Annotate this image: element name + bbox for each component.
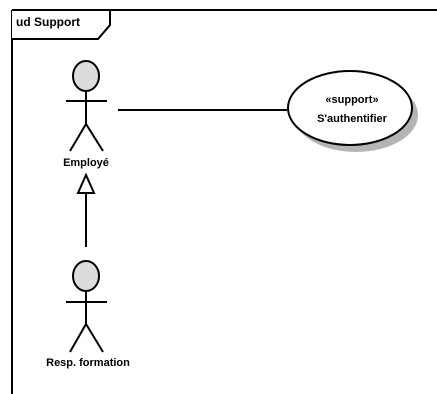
frame-title: ud Support <box>16 15 80 29</box>
frame-title-tab <box>12 9 111 40</box>
use-case-ellipse <box>287 70 413 146</box>
diagram-frame: ud Support <box>11 9 437 394</box>
actor-right-leg <box>85 123 104 152</box>
actor-head <box>72 60 100 92</box>
actor-label: Employé <box>63 157 109 169</box>
actor-head <box>72 260 100 292</box>
actor-right-leg <box>85 323 104 353</box>
actor-label: Resp. formation <box>46 357 130 369</box>
actor-left-leg <box>69 123 87 152</box>
generalization-arrowhead <box>76 172 96 194</box>
generalization-arrow <box>76 172 96 247</box>
actor-resp-formation[interactable]: Resp. formation <box>46 260 130 369</box>
actor-left-leg <box>69 323 87 353</box>
use-case-authentifier[interactable]: «support» S'authentifier <box>287 70 418 152</box>
actor-employe[interactable]: Employé <box>63 60 109 169</box>
use-case-name: S'authentifier <box>317 113 388 125</box>
use-case-stereotype: «support» <box>325 94 378 106</box>
